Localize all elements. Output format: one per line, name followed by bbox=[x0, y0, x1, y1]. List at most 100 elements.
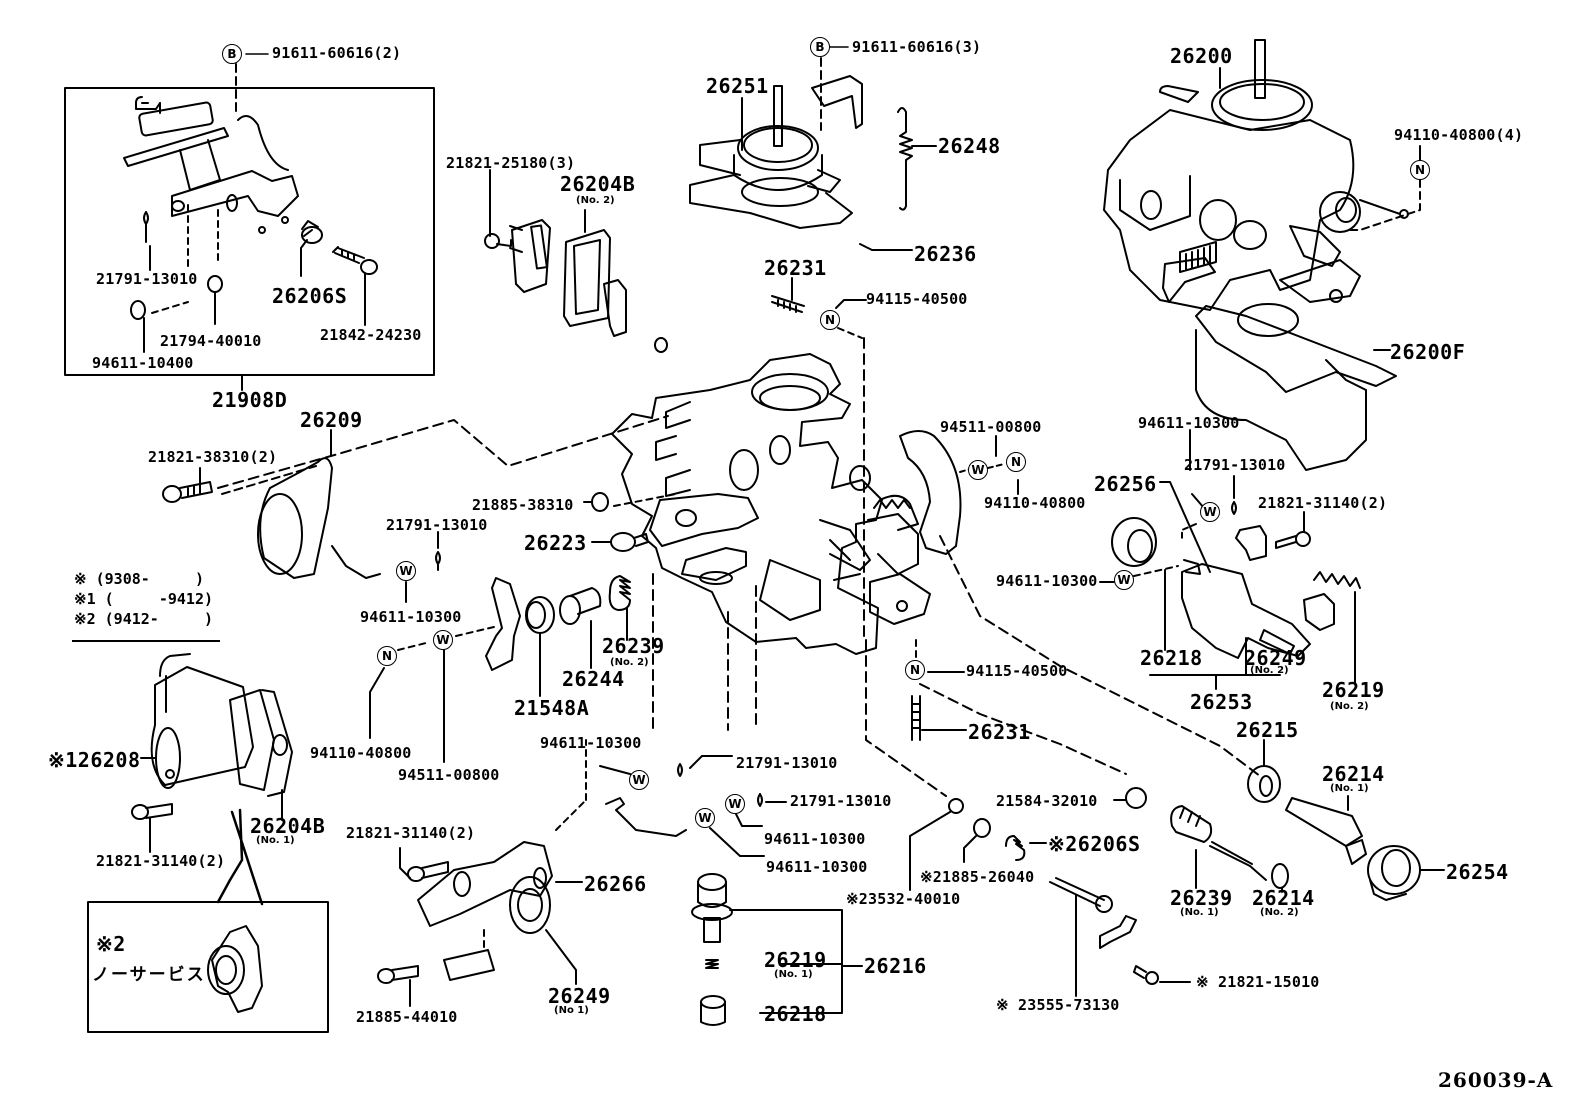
part-label-21821-38310-2[interactable]: 21821-38310(2) bbox=[148, 448, 278, 466]
screw-23555 bbox=[1049, 877, 1113, 913]
legend-row-3: ※2 (9412- ) bbox=[74, 608, 213, 630]
part-label-21821-31140-2-a[interactable]: 21821-31140(2) bbox=[1258, 494, 1388, 512]
part-label-26249-no1[interactable]: 26249 bbox=[548, 984, 611, 1008]
part-label-26218-b[interactable]: 26218 bbox=[764, 1002, 827, 1026]
gasket-26200f bbox=[1195, 303, 1397, 393]
washer-symbol-94511-b: W bbox=[968, 460, 988, 480]
part-label-21821-15010[interactable]: ※ 21821-15010 bbox=[1196, 973, 1320, 991]
part-label-26200[interactable]: 26200 bbox=[1170, 44, 1233, 68]
part-label-26256[interactable]: 26256 bbox=[1094, 472, 1157, 496]
part-label-26223[interactable]: 26223 bbox=[524, 531, 587, 555]
part-label-94611-10300-a[interactable]: 94611-10300 bbox=[360, 608, 462, 626]
part-label-21885-44010[interactable]: 21885-44010 bbox=[356, 1008, 458, 1026]
clip-21791-c bbox=[1231, 501, 1237, 515]
dash-n-w bbox=[397, 641, 431, 651]
part-label-21908d[interactable]: 21908D bbox=[212, 388, 288, 412]
spring-26239-no2 bbox=[608, 575, 631, 611]
leader-94611-10300-e bbox=[735, 813, 763, 827]
power-valve-26216 bbox=[691, 873, 733, 943]
part-label-94511-00800-a[interactable]: 94511-00800 bbox=[398, 766, 500, 784]
part-label-21821-25180-3[interactable]: 21821-25180(3) bbox=[446, 154, 576, 172]
part-label-21584-32010[interactable]: 21584-32010 bbox=[996, 792, 1098, 810]
part-label-26231-b[interactable]: 26231 bbox=[968, 720, 1031, 744]
part-label-26239-no1[interactable]: 26239 bbox=[1170, 886, 1233, 910]
part-label-94115-40500-a[interactable]: 94115-40500 bbox=[866, 290, 968, 308]
part-label-23555-73130[interactable]: ※ 23555-73130 bbox=[996, 996, 1120, 1014]
part-label-94110-40800-4[interactable]: 94110-40800(4) bbox=[1394, 126, 1524, 144]
legend-mark: ※2 bbox=[74, 610, 96, 628]
spring-26248 bbox=[897, 107, 913, 211]
lever-assembly-26253 bbox=[1181, 559, 1311, 659]
part-label-94511-00800-b[interactable]: 94511-00800 bbox=[940, 418, 1042, 436]
part-label-26231-a[interactable]: 26231 bbox=[764, 256, 827, 280]
dash-body-21584 bbox=[919, 683, 1127, 775]
part-label-26253[interactable]: 26253 bbox=[1190, 690, 1253, 714]
washer-symbol-94611-e: W bbox=[725, 794, 745, 814]
part-label-94611-10300-e[interactable]: 94611-10300 bbox=[764, 830, 866, 848]
part-label-21794-40010[interactable]: 21794-40010 bbox=[160, 332, 262, 350]
washer-21584-32010 bbox=[1125, 787, 1147, 809]
part-label-26214-no1[interactable]: 26214 bbox=[1322, 762, 1385, 786]
part-label-26209[interactable]: 26209 bbox=[300, 408, 363, 432]
part-label-94115-40500-b[interactable]: 94115-40500 bbox=[966, 662, 1068, 680]
dash-n-w-b bbox=[987, 463, 1005, 469]
lever-small bbox=[603, 279, 627, 337]
nut-26215-inner bbox=[1259, 775, 1273, 797]
part-label-26208[interactable]: ※126208 bbox=[48, 748, 141, 772]
spring-26219-no1 bbox=[705, 959, 719, 969]
part-label-94611-10300-b[interactable]: 94611-10300 bbox=[1138, 414, 1240, 432]
part-label-21791-13010-a[interactable]: 21791-13010 bbox=[96, 270, 198, 288]
part-label-94611-10400[interactable]: 94611-10400 bbox=[92, 354, 194, 372]
part-sublabel-26214-no1: (No. 1) bbox=[1330, 783, 1369, 794]
part-label-26216[interactable]: 26216 bbox=[864, 954, 927, 978]
seal-21548a-inner bbox=[526, 601, 546, 629]
part-label-26204b-no2[interactable]: 26204B bbox=[560, 172, 636, 196]
part-label-26218-a[interactable]: 26218 bbox=[1140, 646, 1203, 670]
pulley-26218-a bbox=[1111, 517, 1157, 567]
part-label-26206s-b[interactable]: ※26206S bbox=[1048, 832, 1141, 856]
part-label-91611-60616-2[interactable]: 91611-60616(2) bbox=[272, 44, 402, 62]
part-label-21885-26040[interactable]: ※21885-26040 bbox=[920, 868, 1035, 886]
part-label-21842-24230[interactable]: 21842-24230 bbox=[320, 326, 422, 344]
part-label-26215[interactable]: 26215 bbox=[1236, 718, 1299, 742]
part-label-91611-60616-3[interactable]: 91611-60616(3) bbox=[852, 38, 982, 56]
part-label-21791-13010-c[interactable]: 21791-13010 bbox=[1184, 456, 1286, 474]
inset-box-21908d bbox=[64, 87, 435, 376]
part-label-26266[interactable]: 26266 bbox=[584, 872, 647, 896]
part-label-21885-38310[interactable]: 21885-38310 bbox=[472, 496, 574, 514]
part-label-26248[interactable]: 26248 bbox=[938, 134, 1001, 158]
part-label-26249-no2[interactable]: 26249 bbox=[1244, 646, 1307, 670]
part-label-26206s-a[interactable]: 26206S bbox=[272, 284, 348, 308]
part-label-94611-10300-d[interactable]: 94611-10300 bbox=[540, 734, 642, 752]
bolt-21821-31140-c bbox=[407, 861, 449, 882]
clip-21791-d bbox=[677, 763, 683, 777]
part-label-26219-no1[interactable]: 26219 bbox=[764, 948, 827, 972]
part-label-94611-10300-c[interactable]: 94611-10300 bbox=[996, 572, 1098, 590]
part-label-21821-31140-2-b[interactable]: 21821-31140(2) bbox=[96, 852, 226, 870]
clip-21794 bbox=[207, 275, 223, 293]
part-label-26251[interactable]: 26251 bbox=[706, 74, 769, 98]
part-label-26236[interactable]: 26236 bbox=[914, 242, 977, 266]
part-label-94110-40800-a[interactable]: 94110-40800 bbox=[310, 744, 412, 762]
dash-26266-up bbox=[555, 799, 587, 831]
part-label-26239-no2[interactable]: 26239 bbox=[602, 634, 665, 658]
part-label-21821-31140-2-c[interactable]: 21821-31140(2) bbox=[346, 824, 476, 842]
leader-23532 bbox=[909, 811, 951, 891]
part-label-21791-13010-d[interactable]: 21791-13010 bbox=[736, 754, 838, 772]
part-label-26244[interactable]: 26244 bbox=[562, 667, 625, 691]
inset-box-noservice bbox=[87, 901, 329, 1033]
screw-26231-b bbox=[911, 695, 921, 741]
part-label-21548a[interactable]: 21548A bbox=[514, 696, 590, 720]
part-label-26219-no2[interactable]: 26219 bbox=[1322, 678, 1385, 702]
part-label-26254[interactable]: 26254 bbox=[1446, 860, 1509, 884]
part-label-26204b-no1[interactable]: 26204B bbox=[250, 814, 326, 838]
part-label-21791-13010-b[interactable]: 21791-13010 bbox=[386, 516, 488, 534]
part-label-26200f[interactable]: 26200F bbox=[1390, 340, 1466, 364]
bolt-symbol-b-2: B bbox=[810, 37, 830, 57]
part-label-23532-40010[interactable]: ※23532-40010 bbox=[846, 890, 961, 908]
washer-21885-26040 bbox=[973, 818, 991, 838]
part-label-21791-13010-e[interactable]: 21791-13010 bbox=[790, 792, 892, 810]
part-label-94110-40800-b[interactable]: 94110-40800 bbox=[984, 494, 1086, 512]
part-label-26214-no2[interactable]: 26214 bbox=[1252, 886, 1315, 910]
part-label-94611-10300-f[interactable]: 94611-10300 bbox=[766, 858, 868, 876]
